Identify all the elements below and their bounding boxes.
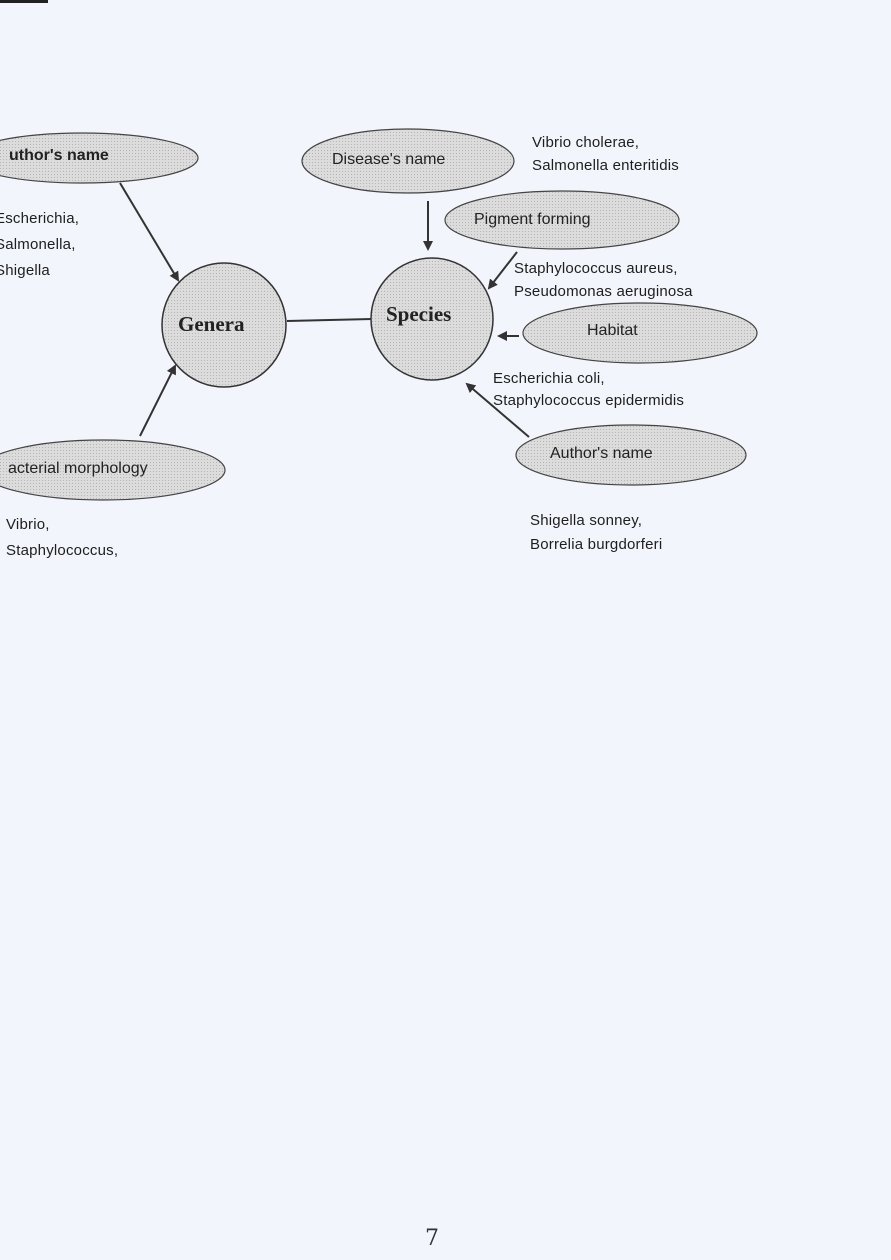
page-number: 7	[425, 1226, 439, 1251]
genera-label: Genera	[178, 312, 245, 336]
pigment-examples-1: Staphylococcus aureus,	[514, 260, 678, 277]
author-name-oval-right	[515, 424, 747, 486]
author-examples-1: Escherichia,	[0, 210, 80, 227]
genera-circle	[161, 262, 287, 388]
species-circle	[370, 257, 494, 381]
habitat-examples-1: Escherichia coli,	[493, 370, 605, 387]
author-examples-3: Shigella	[0, 262, 50, 279]
arrow-pigment-to-species	[487, 251, 518, 290]
habitat-label: Habitat	[587, 322, 638, 339]
disease-examples-1: Vibrio cholerae,	[532, 134, 640, 151]
disease-name-oval	[301, 128, 515, 194]
habitat-oval	[522, 302, 758, 364]
author-name-oval-left	[0, 132, 199, 184]
scan-edge-mark	[0, 0, 48, 3]
morphology-examples-1: Vibrio,	[6, 516, 50, 533]
genera-species-link	[286, 318, 373, 322]
author-name-label-right: Author's name	[550, 445, 653, 462]
author-right-examples-1: Shigella sonney,	[530, 512, 643, 529]
arrow-author-to-genera	[119, 182, 180, 282]
disease-examples-2: Salmonella enteritidis	[532, 157, 679, 174]
arrow-author-to-species	[465, 382, 530, 438]
pigment-examples-2: Pseudomonas aeruginosa	[514, 283, 693, 300]
habitat-examples-2: Staphylococcus epidermidis	[493, 392, 685, 409]
pigment-forming-oval	[444, 190, 680, 250]
pigment-forming-label: Pigment forming	[474, 211, 591, 228]
species-label: Species	[386, 302, 452, 326]
arrow-morphology-to-genera	[139, 364, 176, 437]
morphology-examples-2: Staphylococcus,	[6, 542, 119, 559]
disease-name-label: Disease's name	[332, 151, 446, 168]
author-name-label-left: uthor's name	[9, 147, 109, 164]
author-right-examples-2: Borrelia burgdorferi	[530, 536, 663, 553]
author-examples-2: Salmonella,	[0, 236, 76, 253]
morphology-oval	[0, 439, 226, 501]
morphology-label: acterial morphology	[8, 460, 148, 477]
